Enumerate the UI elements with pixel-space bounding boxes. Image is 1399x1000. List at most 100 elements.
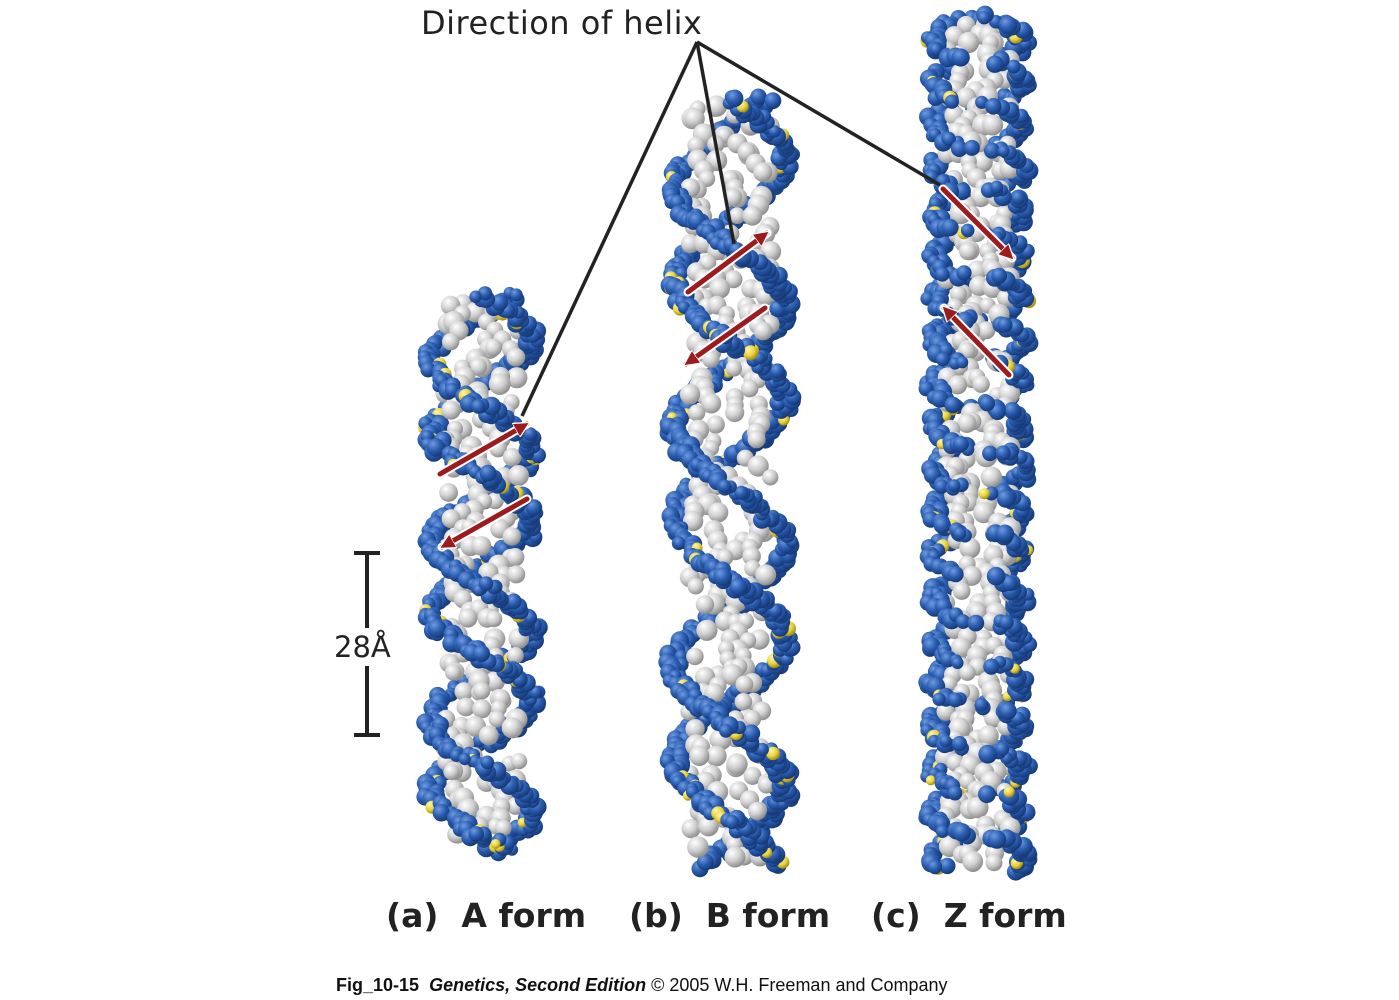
- atom-sphere: [950, 637, 972, 658]
- atom-sphere: [753, 162, 773, 182]
- atom-sphere: [706, 415, 725, 434]
- atom-sphere: [939, 734, 952, 748]
- atom-sphere: [959, 664, 976, 681]
- atom-sphere: [471, 536, 492, 556]
- atom-sphere: [490, 839, 501, 849]
- a-form-arrow-down: [437, 494, 532, 552]
- atom-sphere: [978, 488, 990, 500]
- atom-sphere: [930, 389, 949, 408]
- atom-sphere: [439, 483, 458, 502]
- atom-sphere: [935, 267, 950, 282]
- atom-sphere: [508, 465, 529, 486]
- atom-sphere: [747, 430, 766, 449]
- direction-arrows: [435, 184, 1017, 552]
- atom-sphere: [484, 338, 503, 357]
- atom-sphere: [1003, 402, 1021, 420]
- atom-sphere: [944, 94, 960, 109]
- atom-sphere: [456, 697, 476, 717]
- atom-sphere: [952, 582, 971, 600]
- atom-sphere: [927, 859, 943, 875]
- atom-sphere: [950, 140, 968, 158]
- atom-sphere: [951, 48, 970, 67]
- atom-sphere: [709, 278, 730, 299]
- figure-caption: Fig_10-15 Genetics, Second Edition © 200…: [336, 975, 948, 996]
- atom-sphere: [698, 815, 719, 837]
- atom-sphere: [929, 43, 943, 56]
- atom-sphere: [725, 402, 745, 423]
- atom-sphere: [974, 697, 989, 712]
- atom-sphere: [769, 363, 785, 379]
- atom-sphere: [983, 658, 1000, 675]
- atom-sphere: [478, 725, 499, 746]
- atom-sphere: [427, 619, 447, 638]
- atom-sphere: [962, 851, 984, 872]
- atom-sphere: [932, 692, 946, 706]
- atom-sphere: [735, 675, 754, 694]
- direction-pointer-lines: [520, 40, 941, 417]
- atom-sphere: [999, 615, 1014, 630]
- atom-sphere: [734, 485, 749, 500]
- atom-sphere: [509, 288, 523, 302]
- atom-sphere: [978, 744, 998, 764]
- atom-sphere: [952, 436, 969, 452]
- atom-sphere: [479, 464, 497, 482]
- atom-sphere: [997, 317, 1013, 333]
- b-form-label: (b) B form: [629, 896, 831, 935]
- b-form-arrow-up: [683, 228, 772, 297]
- atom-sphere: [743, 766, 762, 785]
- atom-sphere: [755, 564, 777, 586]
- atom-sphere: [995, 524, 1015, 543]
- atom-sphere: [960, 223, 975, 238]
- atom-sphere: [488, 710, 506, 728]
- atom-sphere: [955, 614, 971, 629]
- atom-sphere: [947, 692, 963, 708]
- atom-sphere: [443, 763, 460, 781]
- atom-sphere: [728, 207, 746, 224]
- atom-sphere: [454, 682, 474, 701]
- atom-sphere: [941, 218, 959, 237]
- atom-sphere: [469, 358, 488, 376]
- atom-sphere: [458, 753, 471, 766]
- atom-sphere: [995, 445, 1011, 461]
- direction-of-helix-label: Direction of helix: [421, 4, 703, 42]
- atom-sphere: [967, 614, 985, 632]
- atom-sphere: [1011, 190, 1026, 205]
- atom-sphere: [933, 516, 951, 534]
- atom-sphere: [742, 724, 761, 743]
- atom-sphere: [768, 125, 781, 138]
- atom-sphere: [999, 702, 1017, 720]
- atom-sphere: [998, 15, 1018, 35]
- atom-sphere: [502, 447, 522, 467]
- atom-sphere: [495, 819, 512, 837]
- atom-sphere: [507, 647, 524, 664]
- atom-sphere: [978, 725, 999, 747]
- atom-sphere: [724, 815, 740, 830]
- atom-sphere: [956, 265, 972, 281]
- atom-sphere: [725, 360, 742, 377]
- atom-sphere: [963, 139, 980, 156]
- atom-sphere: [723, 188, 743, 207]
- atom-sphere: [934, 479, 949, 494]
- atom-sphere: [947, 479, 961, 492]
- atom-sphere: [686, 647, 704, 666]
- atom-sphere: [426, 438, 445, 457]
- atom-sphere: [442, 333, 460, 351]
- atom-sphere: [956, 356, 969, 369]
- a-form-label: (a) A form: [386, 896, 587, 935]
- atom-sphere: [726, 753, 748, 775]
- atom-sphere: [939, 857, 956, 875]
- atom-sphere: [458, 608, 478, 628]
- z-form-label: (c) Z form: [871, 896, 1067, 935]
- atom-sphere: [985, 98, 1002, 115]
- atom-sphere: [750, 88, 767, 105]
- atom-sphere: [505, 593, 522, 610]
- atom-sphere: [480, 755, 495, 770]
- atom-sphere: [995, 742, 1010, 757]
- atom-sphere: [673, 536, 686, 550]
- atom-sphere: [506, 367, 528, 389]
- atom-sphere: [748, 801, 767, 821]
- atom-sphere: [987, 830, 1007, 849]
- atom-sphere: [951, 736, 968, 752]
- atom-sphere: [986, 566, 1006, 586]
- scale-bar-label: 28Å: [334, 628, 391, 666]
